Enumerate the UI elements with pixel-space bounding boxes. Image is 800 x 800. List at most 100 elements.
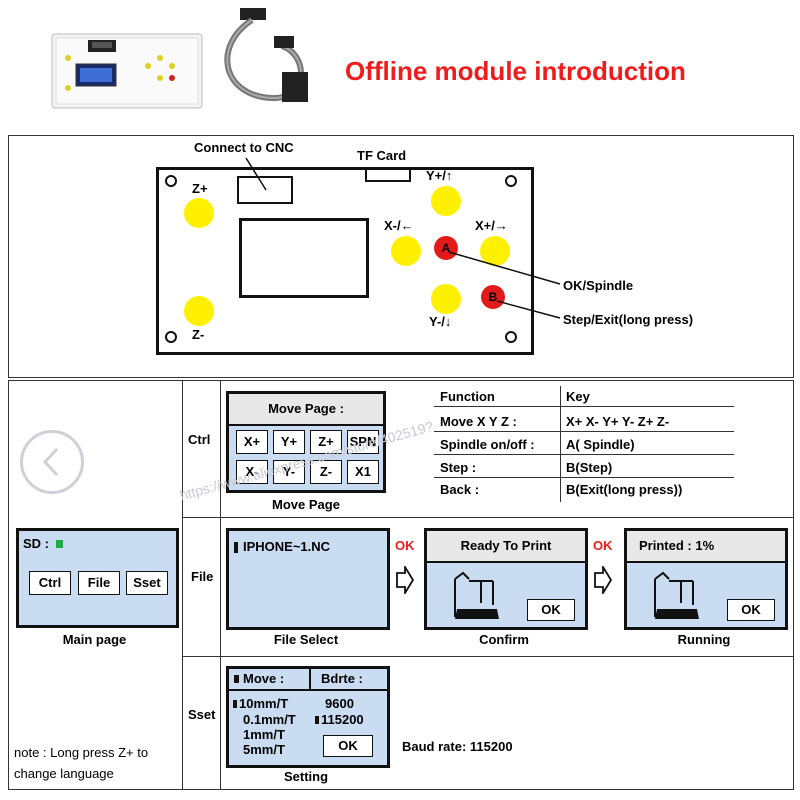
move-key-button[interactable]: X1 xyxy=(347,460,379,484)
main-page-caption: Main page xyxy=(62,632,127,647)
running-ok-button[interactable]: OK xyxy=(727,599,775,621)
product-photo xyxy=(48,28,213,112)
baud-cursor-icon xyxy=(315,716,319,724)
sset-row-label: Sset xyxy=(188,707,216,722)
x-minus-button[interactable] xyxy=(391,236,421,266)
table-cell-function: Move X Y Z : xyxy=(440,414,517,429)
b-step-exit-button[interactable]: B xyxy=(481,285,505,309)
page-title: Offline module introduction xyxy=(345,56,686,86)
move-key-button[interactable]: X- xyxy=(236,460,268,484)
menu-left-divider xyxy=(182,380,183,790)
setting-caption: Setting xyxy=(283,769,329,784)
setting-header-bar xyxy=(229,669,387,691)
table-head-key: Key xyxy=(566,389,590,404)
file-select-caption: File Select xyxy=(273,632,339,647)
table-head-function: Function xyxy=(440,389,495,404)
function-table: Function Key Move X Y Z : X+ X- Y+ Y- Z+… xyxy=(434,386,734,502)
back-circle-icon xyxy=(20,430,84,494)
row-divider-file-sset xyxy=(182,656,794,657)
note-line-1: note : Long press Z+ to xyxy=(14,745,149,760)
table-rule xyxy=(434,431,734,432)
lcd-window xyxy=(239,218,369,298)
x-plus-label: X+/→ xyxy=(475,218,508,233)
baud-option[interactable]: 9600 xyxy=(325,696,354,711)
main-page-screen: SD : Ctrl File Sset xyxy=(16,528,179,628)
move-page-title: Move Page : xyxy=(229,394,383,426)
table-rule xyxy=(434,406,734,407)
connect-label: Connect to CNC xyxy=(194,140,294,155)
confirm-title: Ready To Print xyxy=(427,531,585,563)
mount-hole-bottom-left xyxy=(165,331,177,343)
file-select-screen: IPHONE~1.NC xyxy=(226,528,390,630)
table-cell-key: B(Exit(long press)) xyxy=(566,482,683,497)
table-column-rule xyxy=(560,386,561,502)
file-name[interactable]: IPHONE~1.NC xyxy=(243,539,331,554)
sd-status-indicator xyxy=(56,540,63,548)
setting-ok-button[interactable]: OK xyxy=(323,735,373,757)
table-cell-function: Back : xyxy=(440,482,480,497)
confirm-caption: Confirm xyxy=(479,632,529,647)
baud-rate-note: Baud rate: 115200 xyxy=(402,739,513,754)
move-option-cursor-icon xyxy=(233,700,237,708)
y-plus-label: Y+/↑ xyxy=(426,168,453,183)
move-head: Move : xyxy=(243,671,285,686)
file-cursor-icon xyxy=(234,542,238,553)
step-exit-callout: Step/Exit(long press) xyxy=(563,312,694,327)
table-cell-key: B(Step) xyxy=(566,460,613,475)
move-key-grid: X+Y+Z+SPN X-Y-Z-X1 xyxy=(229,426,383,490)
printer-icon xyxy=(649,569,705,626)
ok-arrow-label-2: OK xyxy=(593,538,613,553)
table-cell-key: X+ X- Y+ Y- Z+ Z- xyxy=(566,414,670,429)
move-key-button[interactable]: SPN xyxy=(347,430,379,454)
y-minus-label: Y-/↓ xyxy=(429,314,452,329)
baud-option[interactable]: 115200 xyxy=(321,712,364,727)
tf-card-label: TF Card xyxy=(357,148,407,163)
ok-arrow-label-1: OK xyxy=(395,538,415,553)
connector-slot xyxy=(237,176,293,204)
printer-icon xyxy=(449,569,505,626)
move-option[interactable]: 1mm/T xyxy=(243,727,285,742)
y-plus-button[interactable] xyxy=(431,186,461,216)
file-row-label: File xyxy=(191,569,214,584)
main-file-button[interactable]: File xyxy=(78,571,120,595)
label-col-divider xyxy=(220,380,221,790)
table-cell-function: Spindle on/off : xyxy=(440,437,535,452)
setting-screen: Move : Bdrte : 10mm/T 0.1mm/T 1mm/T 5mm/… xyxy=(226,666,390,768)
move-key-button[interactable]: X+ xyxy=(236,430,268,454)
move-key-button[interactable]: Y+ xyxy=(273,430,305,454)
running-title: Printed : 1% xyxy=(627,531,785,563)
z-plus-label: Z+ xyxy=(192,181,208,196)
running-caption: Running xyxy=(677,632,731,647)
move-cursor-icon xyxy=(234,675,239,683)
move-key-button[interactable]: Z- xyxy=(310,460,342,484)
move-key-button[interactable]: Y- xyxy=(273,460,305,484)
move-page-screen: Move Page : X+Y+Z+SPN X-Y-Z-X1 xyxy=(226,391,386,493)
move-key-button[interactable]: Z+ xyxy=(310,430,342,454)
y-minus-button[interactable] xyxy=(431,284,461,314)
move-option[interactable]: 10mm/T xyxy=(239,696,289,711)
x-plus-button[interactable] xyxy=(480,236,510,266)
mount-hole-bottom-right xyxy=(505,331,517,343)
mount-hole-top-left xyxy=(165,175,177,187)
main-sset-button[interactable]: Sset xyxy=(126,571,168,595)
confirm-ok-button[interactable]: OK xyxy=(527,599,575,621)
note-line-2: change language xyxy=(14,766,114,781)
main-ctrl-button[interactable]: Ctrl xyxy=(29,571,71,595)
row-divider-ctrl-file xyxy=(182,517,794,518)
table-cell-function: Step : xyxy=(440,460,477,475)
arrow-right-icon-2 xyxy=(593,563,613,599)
running-screen: Printed : 1% OK xyxy=(624,528,788,630)
z-minus-button[interactable] xyxy=(184,296,214,326)
tf-card-slot xyxy=(365,168,411,182)
cable-photo xyxy=(212,6,322,114)
table-rule xyxy=(434,454,734,455)
move-option[interactable]: 0.1mm/T xyxy=(243,712,296,727)
move-option[interactable]: 5mm/T xyxy=(243,742,285,757)
z-plus-button[interactable] xyxy=(184,198,214,228)
a-ok-spindle-button[interactable]: A xyxy=(434,236,458,260)
sd-label: SD : xyxy=(23,536,49,551)
board-section-frame xyxy=(8,135,794,378)
ok-spindle-callout: OK/Spindle xyxy=(563,278,634,293)
z-minus-label: Z- xyxy=(192,327,205,342)
